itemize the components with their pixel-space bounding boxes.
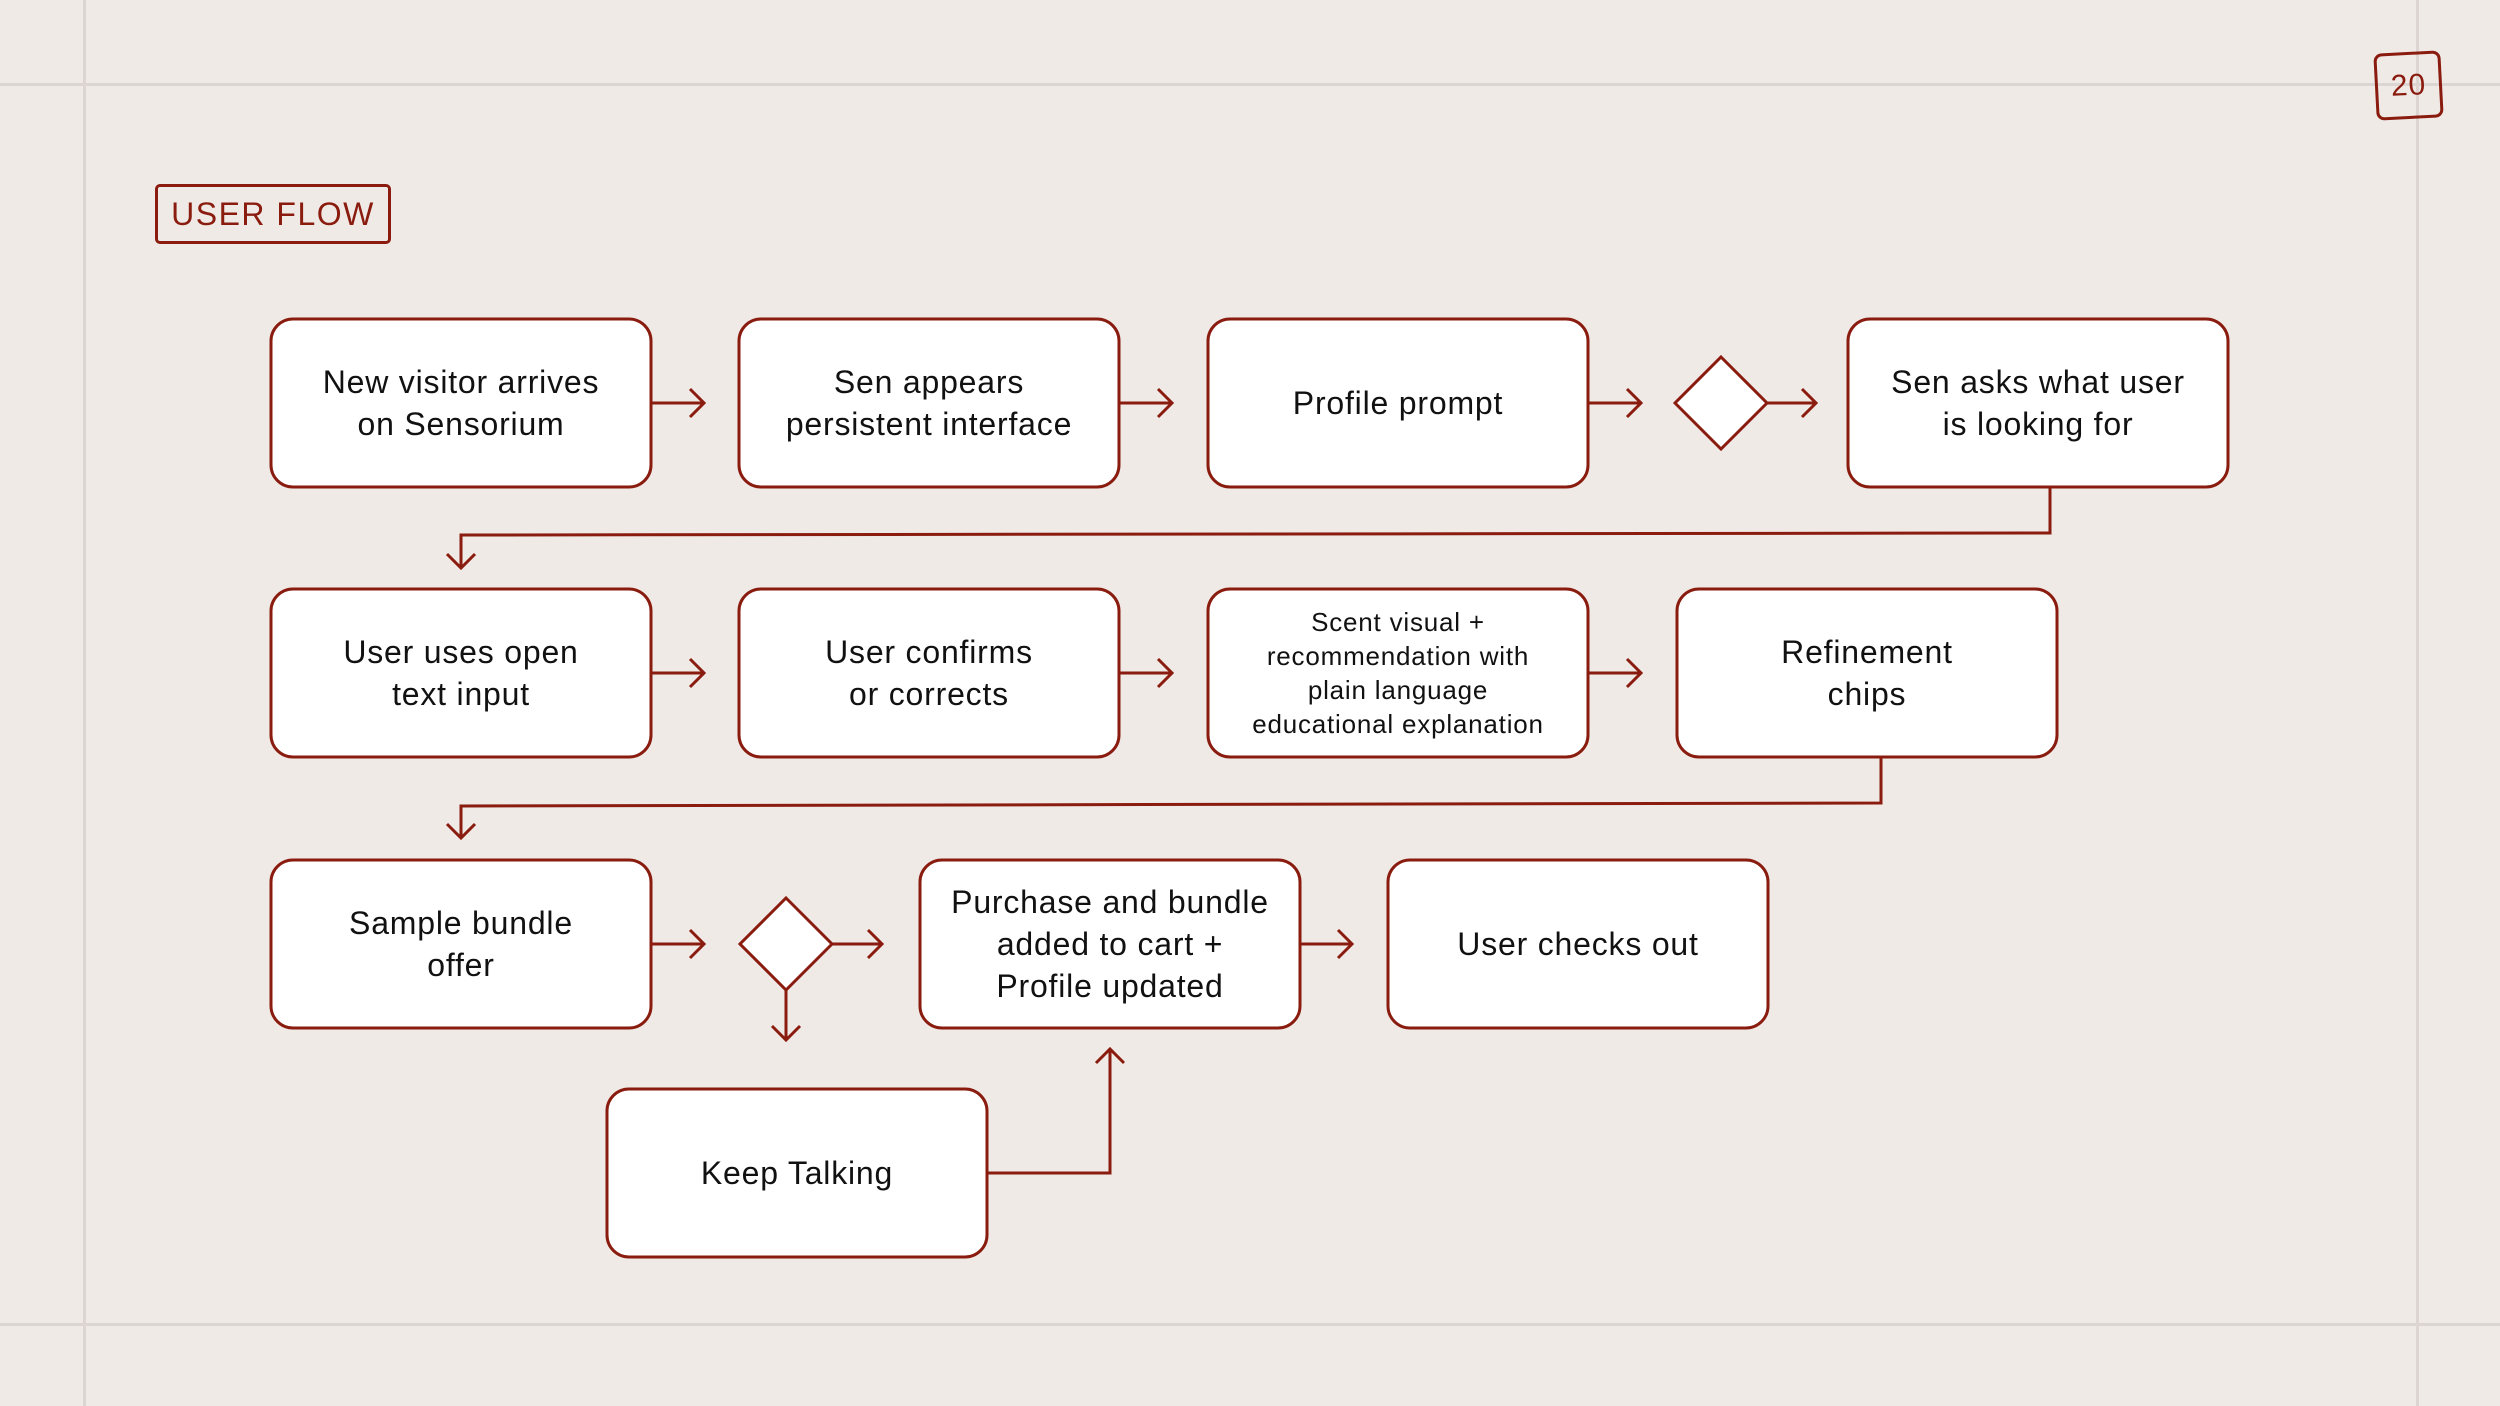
flow-node-box <box>269 317 653 489</box>
connector-n3-to-d1 <box>1588 387 1644 419</box>
arrow-head-icon <box>1800 387 1819 419</box>
flow-node-box <box>1675 587 2059 759</box>
arrow-head-icon <box>1156 387 1175 419</box>
flow-node-n2: Sen appears persistent interface <box>737 317 1121 489</box>
connector-n9-to-d2 <box>651 928 707 960</box>
flow-node-box <box>1846 317 2230 489</box>
guide-line-bottom <box>0 1323 2500 1326</box>
flow-node-label: User uses open <box>343 634 578 670</box>
connector-n4-to-n5 <box>445 487 2052 571</box>
flow-node-label: User checks out <box>1457 926 1698 962</box>
connector-d2-to-n10 <box>832 928 885 960</box>
connector-n2-to-n3 <box>1119 387 1175 419</box>
flow-node-label: Scent visual + <box>1311 607 1485 637</box>
flow-node-label: Profile updated <box>996 968 1223 1004</box>
arrow-head-icon <box>770 1024 802 1043</box>
flow-node-n3: Profile prompt <box>1206 317 1590 489</box>
section-label: USER FLOW <box>155 184 391 244</box>
arrow-head-icon <box>445 822 477 841</box>
flow-node-n4: Sen asks what user is looking for <box>1846 317 2230 489</box>
connector-n5-to-n6 <box>651 657 707 689</box>
flow-node-box <box>1206 587 1590 759</box>
flow-node-label: chips <box>1828 676 1907 712</box>
flow-node-box <box>737 317 1121 489</box>
connector-d2-to-n12 <box>770 990 802 1043</box>
flow-node-label: Sample bundle <box>349 905 573 941</box>
flow-node-n10: Purchase and bundle added to cart + Profil… <box>918 858 1302 1030</box>
flow-node-label: text input <box>392 676 530 712</box>
arrow-head-icon <box>1625 657 1644 689</box>
flow-node-box <box>918 858 1302 1030</box>
flow-node-label: is looking for <box>1943 406 2134 442</box>
flow-node-label: persistent interface <box>786 406 1072 442</box>
flow-node-n11: User checks out <box>1386 858 1770 1030</box>
flow-node-box <box>269 858 653 1030</box>
arrow-head-icon <box>1336 928 1355 960</box>
flow-node-label: Keep Talking <box>701 1155 893 1191</box>
guide-line-top <box>0 83 2500 86</box>
flow-node-box <box>1386 858 1770 1030</box>
arrow-head-icon <box>688 387 707 419</box>
arrow-head-icon <box>688 657 707 689</box>
connector-d1-to-n4 <box>1767 387 1819 419</box>
flow-node-n7: Scent visual + recommendation with plain l… <box>1206 587 1590 759</box>
flow-node-label: Purchase and bundle <box>951 884 1269 920</box>
flow-node-n9: Sample bundle offer <box>269 858 653 1030</box>
decision-diamond-d1 <box>1672 354 1770 452</box>
flow-node-box <box>737 587 1121 759</box>
arrow-head-icon <box>688 928 707 960</box>
flow-node-n8: Refinement chips <box>1675 587 2059 759</box>
connector-n12-to-n10 <box>987 1046 1126 1175</box>
flow-node-label: added to cart + <box>997 926 1223 962</box>
flow-node-label: Sen asks what user <box>1891 364 2185 400</box>
connector-n1-to-n2 <box>651 387 707 419</box>
nodes: New visitor arrives on Sensorium Sen appea… <box>269 317 2230 1259</box>
arrow-head-icon <box>866 928 885 960</box>
flow-node-label: User confirms <box>825 634 1033 670</box>
flow-node-label: offer <box>427 947 494 983</box>
flow-node-label: recommendation with <box>1267 641 1529 671</box>
connector-n8-to-n9 <box>445 757 1883 841</box>
decision-diamond-d2 <box>737 895 835 993</box>
arrow-head-icon <box>1094 1046 1126 1065</box>
connectors <box>445 387 2052 1175</box>
flow-node-label: plain language <box>1308 675 1488 705</box>
guide-line-right <box>2416 0 2419 1406</box>
flow-node-label: New visitor arrives <box>323 364 600 400</box>
arrow-head-icon <box>1156 657 1175 689</box>
guide-line-left <box>83 0 86 1406</box>
arrow-head-icon <box>445 552 477 571</box>
arrow-head-icon <box>1625 387 1644 419</box>
flow-node-n1: New visitor arrives on Sensorium <box>269 317 653 489</box>
flow-node-label: Refinement <box>1781 634 1953 670</box>
flow-node-n12: Keep Talking <box>605 1087 989 1259</box>
flow-node-box <box>605 1087 989 1259</box>
flow-node-n6: User confirms or corrects <box>737 587 1121 759</box>
connector-n6-to-n7 <box>1119 657 1175 689</box>
flow-node-label: Sen appears <box>834 364 1024 400</box>
flow-node-box <box>269 587 653 759</box>
flow-node-label: Profile prompt <box>1293 385 1503 421</box>
flow-node-n5: User uses open text input <box>269 587 653 759</box>
connector-n7-to-n8 <box>1588 657 1644 689</box>
flow-node-box <box>1206 317 1590 489</box>
flow-node-label: or corrects <box>849 676 1009 712</box>
flow-node-label: educational explanation <box>1252 709 1544 739</box>
flow-node-label: on Sensorium <box>357 406 564 442</box>
connector-n10-to-n11 <box>1300 928 1355 960</box>
